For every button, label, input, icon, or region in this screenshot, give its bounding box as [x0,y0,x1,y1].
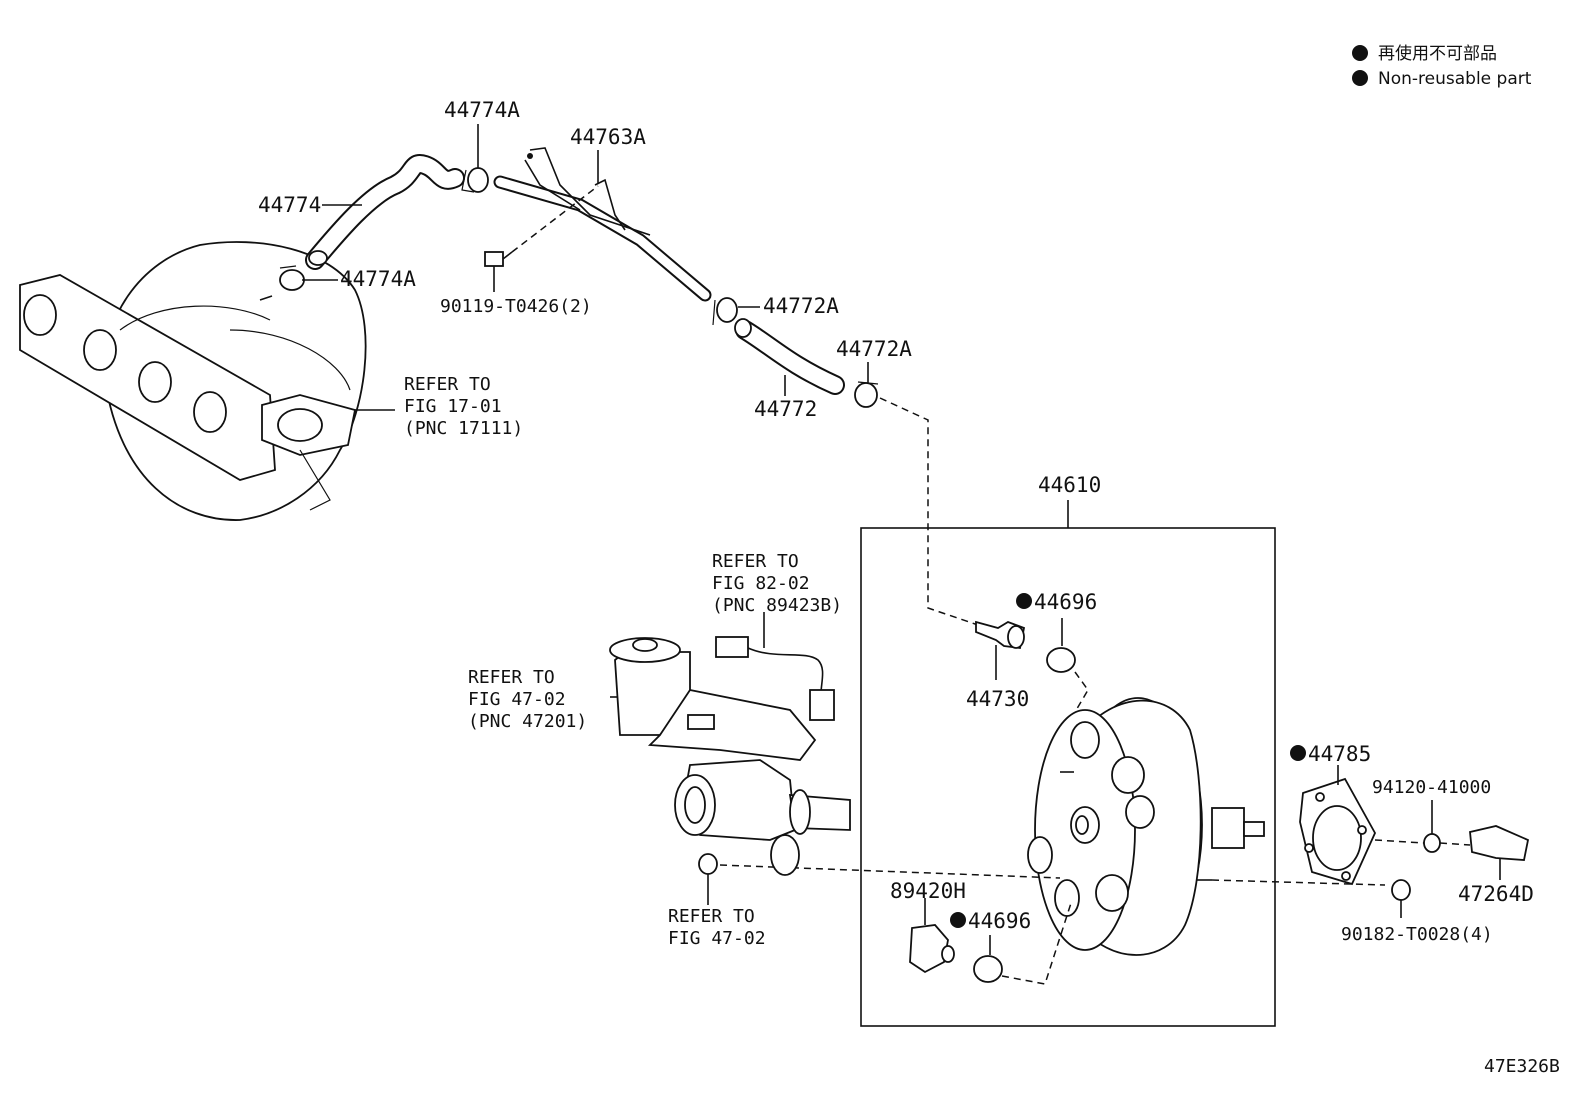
ref-line: FIG 47-02 [468,689,566,710]
pipe-44763A [493,147,712,302]
master-cyl-stud [698,853,718,905]
ref-manifold: REFER TO FIG 17-01 (PNC 17111) [404,374,523,439]
label-44772: 44772 [754,397,817,421]
nut-line-dashed [1211,879,1386,886]
grommet-44696-b [973,899,1073,985]
legend: 再使用不可部品 Non-reusable part [1352,43,1532,89]
hose-44772 [734,318,845,395]
ref-line: (PNC 89423B) [712,595,842,616]
ref-mastercyl: REFER TO FIG 47-02 [668,906,766,949]
non-reusable-bullet-icon [1352,70,1368,86]
ref-line: (PNC 47201) [468,711,587,732]
label-90119: 90119-T0426(2) [440,296,592,317]
label-44610: 44610 [1038,473,1101,497]
clamp-44774A-top [461,167,489,193]
ref-line: FIG 47-02 [668,928,766,949]
label-47264D: 47264D [1458,882,1534,906]
grommet-44696-a [1046,618,1089,725]
fluid-level-harness [715,612,835,721]
non-reusable-bullet-icon [1290,745,1306,761]
ref-line: REFER TO [712,551,799,572]
hose-44774 [305,154,465,270]
clevis-47264D [1374,800,1530,880]
legend-en: Non-reusable part [1378,69,1532,89]
label-44774A-low: 44774A [340,267,416,291]
legend-jp: 再使用不可部品 [1378,43,1497,64]
intake-manifold [19,241,395,521]
label-44772A-a: 44772A [763,294,839,318]
non-reusable-bullet-icon [1016,593,1032,609]
label-44785: 44785 [1308,742,1371,766]
stud-line-dashed [719,864,1061,879]
label-44696-b: 44696 [968,909,1031,933]
figure-code: 47E326B [1484,1056,1560,1077]
non-reusable-bullet-icon [950,912,966,928]
master-cylinder [609,637,851,876]
gasket-44785 [1299,765,1377,886]
label-44730: 44730 [966,687,1029,711]
clamp-44772A-b [854,381,879,408]
part-labels: 44774A 44763A 44774 44774A 90119-T0426(2… [258,98,1534,945]
label-44774: 44774 [258,193,321,217]
ref-line: (PNC 17111) [404,418,523,439]
non-reusable-bullet-icon [1352,45,1368,61]
label-44774A-top: 44774A [444,98,520,122]
brake-booster [1027,697,1265,956]
vacuum-line-dashed [879,397,979,626]
label-94120: 94120-41000 [1372,777,1491,798]
ref-line: REFER TO [404,374,491,395]
ref-reservoir: REFER TO FIG 47-02 (PNC 47201) [468,667,587,732]
label-89420H: 89420H [890,879,966,903]
ref-line: REFER TO [468,667,555,688]
ref-line: FIG 17-01 [404,396,502,417]
label-44696-a: 44696 [1034,590,1097,614]
vacuum-sensor-89420H [909,898,955,974]
check-valve-44730 [975,620,1026,680]
label-90182: 90182-T0028(4) [1341,924,1493,945]
ref-line: FIG 82-02 [712,573,810,594]
clamp-44772A-a [712,297,738,326]
bolt-90119 [484,185,599,292]
ref-sensor: REFER TO FIG 82-02 (PNC 89423B) [712,551,842,616]
nut-90182 [1391,879,1411,918]
label-44763A: 44763A [570,125,646,149]
label-44772A-b: 44772A [836,337,912,361]
ref-line: REFER TO [668,906,755,927]
